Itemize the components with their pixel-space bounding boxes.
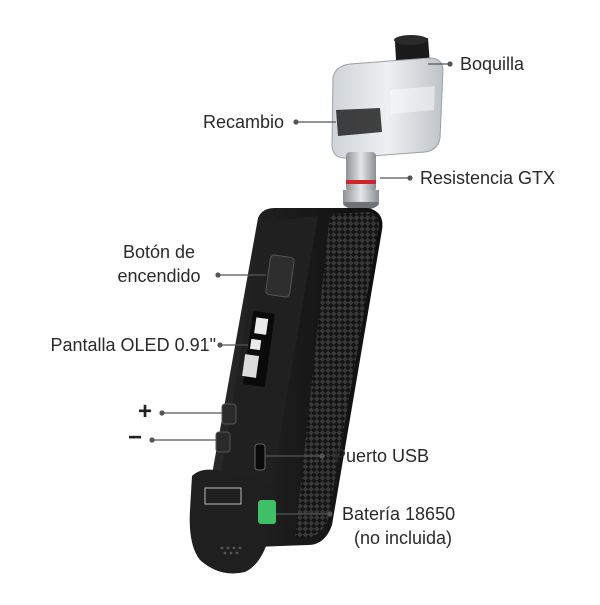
replacement-pod-label: Recambio (202, 112, 284, 132)
mouthpiece-label: Boquilla (460, 54, 525, 74)
power-button-part (265, 254, 295, 298)
oled-screen-label: Pantalla OLED 0.91" (50, 335, 217, 355)
coil-label: Resistencia GTX (420, 168, 556, 188)
battery-label-line2: (no incluida) (354, 528, 453, 548)
battery-label: Batería 18650 (no incluida) (342, 502, 482, 550)
battery-label-line1: Batería 18650 (342, 504, 456, 524)
usb-port-part (254, 443, 266, 471)
minus-button-part (215, 431, 231, 453)
usb-port-label: Puerto USB (334, 446, 430, 466)
battery-door-part (189, 469, 276, 574)
plus-button-label: + (138, 398, 153, 425)
minus-button-label: − (128, 424, 143, 451)
power-button-label-line1: Botón de (122, 242, 196, 262)
power-button-label: Botón de encendido (104, 240, 214, 288)
pod-part (331, 57, 444, 159)
coil-part (343, 152, 379, 210)
leader-lines (149, 61, 453, 517)
plus-button-part (221, 403, 237, 425)
oled-screen-part (242, 311, 275, 387)
power-button-label-line2: encendido (117, 266, 201, 286)
